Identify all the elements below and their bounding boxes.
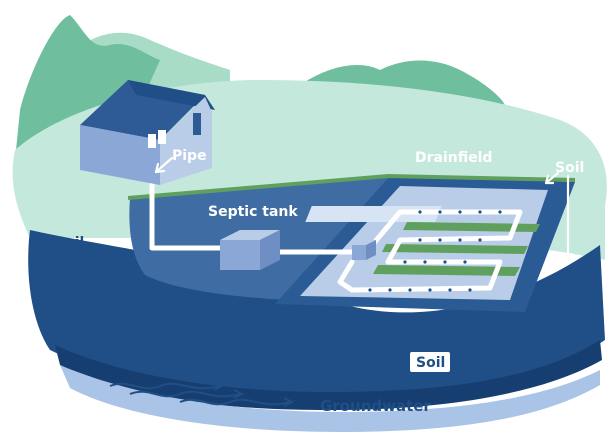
soil-boxed-label: Soil — [416, 355, 445, 371]
soil-boxed-label-bg — [410, 352, 450, 372]
label-arrows — [154, 156, 574, 265]
drainfield-label: Drainfield — [415, 150, 492, 166]
grass-strips — [373, 222, 540, 276]
house — [80, 80, 215, 185]
distribution-box — [352, 240, 376, 260]
groundwater-flow-arrows — [109, 381, 295, 407]
septic-tank-label: Septic tank — [208, 204, 298, 220]
soil-right-label: Soil — [555, 160, 584, 176]
surface-grass — [127, 173, 576, 200]
pipe-label: Pipe — [172, 148, 207, 164]
groundwater-layer — [60, 365, 600, 432]
soil-left-label: Soil — [55, 235, 84, 251]
pipe-holes — [368, 210, 502, 292]
groundwater-label: Groundwater — [320, 397, 431, 415]
septic-tank — [220, 230, 280, 270]
